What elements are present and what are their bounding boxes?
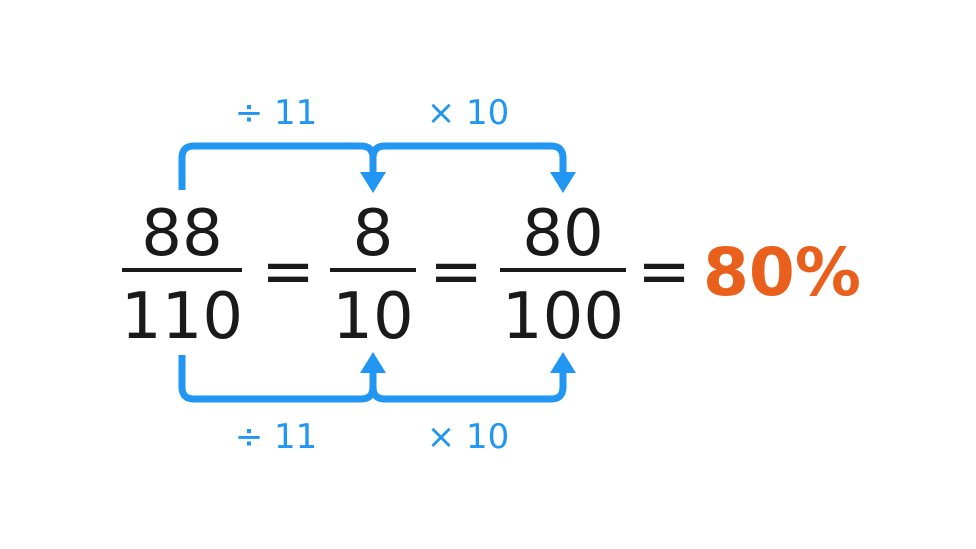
- arrow-head-up-1: [360, 352, 386, 373]
- bottom-arrow-2: [369, 369, 567, 403]
- percent-result: 80%: [703, 234, 861, 311]
- bottom-arrow-1: [178, 355, 377, 403]
- fraction-2-bar: [330, 268, 416, 272]
- fraction-1-bar: [122, 268, 242, 272]
- arrow-head-down-2: [550, 172, 576, 193]
- arrow-head-up-2: [550, 352, 576, 373]
- fraction-3-bar: [500, 268, 626, 272]
- arrow-head-down-1: [360, 172, 386, 193]
- top-arrow-2: [369, 142, 567, 176]
- top-arrow-1: [178, 142, 377, 190]
- arrow-lines: [178, 142, 567, 403]
- arrow-heads: [360, 172, 576, 373]
